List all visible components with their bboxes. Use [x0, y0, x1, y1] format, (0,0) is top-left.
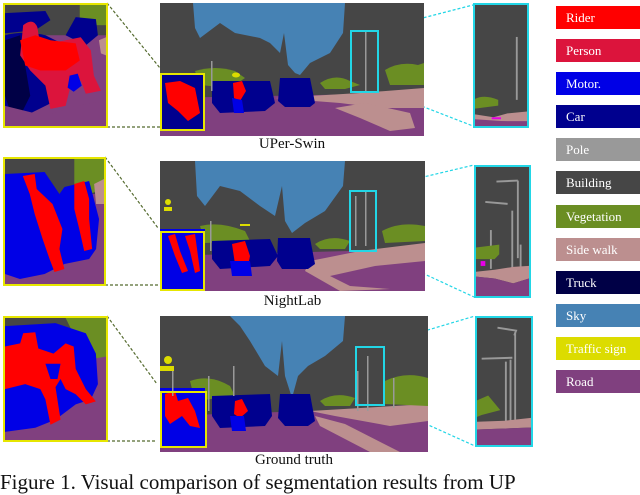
legend-label: Road [566, 374, 594, 389]
legend-label: Truck [566, 275, 597, 290]
legend-item-road: Road [556, 370, 640, 393]
legend-label: Motor. [566, 76, 602, 91]
row2-caption: NightLab [263, 293, 322, 309]
legend-item-car: Car [556, 105, 640, 128]
figure-caption: Figure 1. Visual comparison of segmentat… [0, 470, 516, 494]
row2-right-zoom-crop [474, 165, 531, 298]
legend-label: Building [566, 175, 612, 190]
legend-item-rider: Rider [556, 6, 640, 29]
legend-label: Person [566, 43, 602, 58]
legend-item-traffic-sign: Traffic sign [556, 337, 640, 360]
legend-label: Side walk [566, 242, 618, 257]
row3-yellow-highlight-box [160, 391, 207, 448]
legend-label: Rider [566, 10, 595, 25]
row2-cyan-highlight-box [349, 190, 377, 252]
row3-caption: Ground truth [255, 452, 333, 468]
row2-segmentation-map [160, 161, 425, 291]
legend-item-motor: Motor. [556, 72, 640, 95]
legend-label: Vegetation [566, 209, 622, 224]
legend-item-sky: Sky [556, 304, 640, 327]
row1-cyan-highlight-box [350, 30, 379, 93]
row1-segmentation-map [160, 3, 424, 136]
row1-caption: UPer-Swin [258, 136, 326, 152]
row2-left-zoom-crop [3, 157, 106, 286]
legend-label: Car [566, 109, 585, 124]
row1-left-zoom-crop [3, 3, 108, 128]
legend-item-building: Building [556, 171, 640, 194]
legend-label: Sky [566, 308, 587, 323]
legend-label: Traffic sign [566, 341, 627, 356]
legend-item-sidewalk: Side walk [556, 238, 640, 261]
legend-item-vegetation: Vegetation [556, 205, 640, 228]
row3-right-zoom-crop [475, 316, 533, 447]
row1-yellow-highlight-box [160, 73, 205, 131]
row3-cyan-highlight-box [355, 346, 385, 406]
row3-segmentation-map [160, 316, 428, 452]
row1-right-zoom-crop [473, 3, 529, 128]
legend-item-truck: Truck [556, 271, 640, 294]
legend-item-pole: Pole [556, 138, 640, 161]
row2-yellow-highlight-box [160, 231, 205, 291]
row3-left-zoom-crop [3, 316, 108, 442]
legend-label: Pole [566, 142, 590, 157]
legend-item-person: Person [556, 39, 640, 62]
